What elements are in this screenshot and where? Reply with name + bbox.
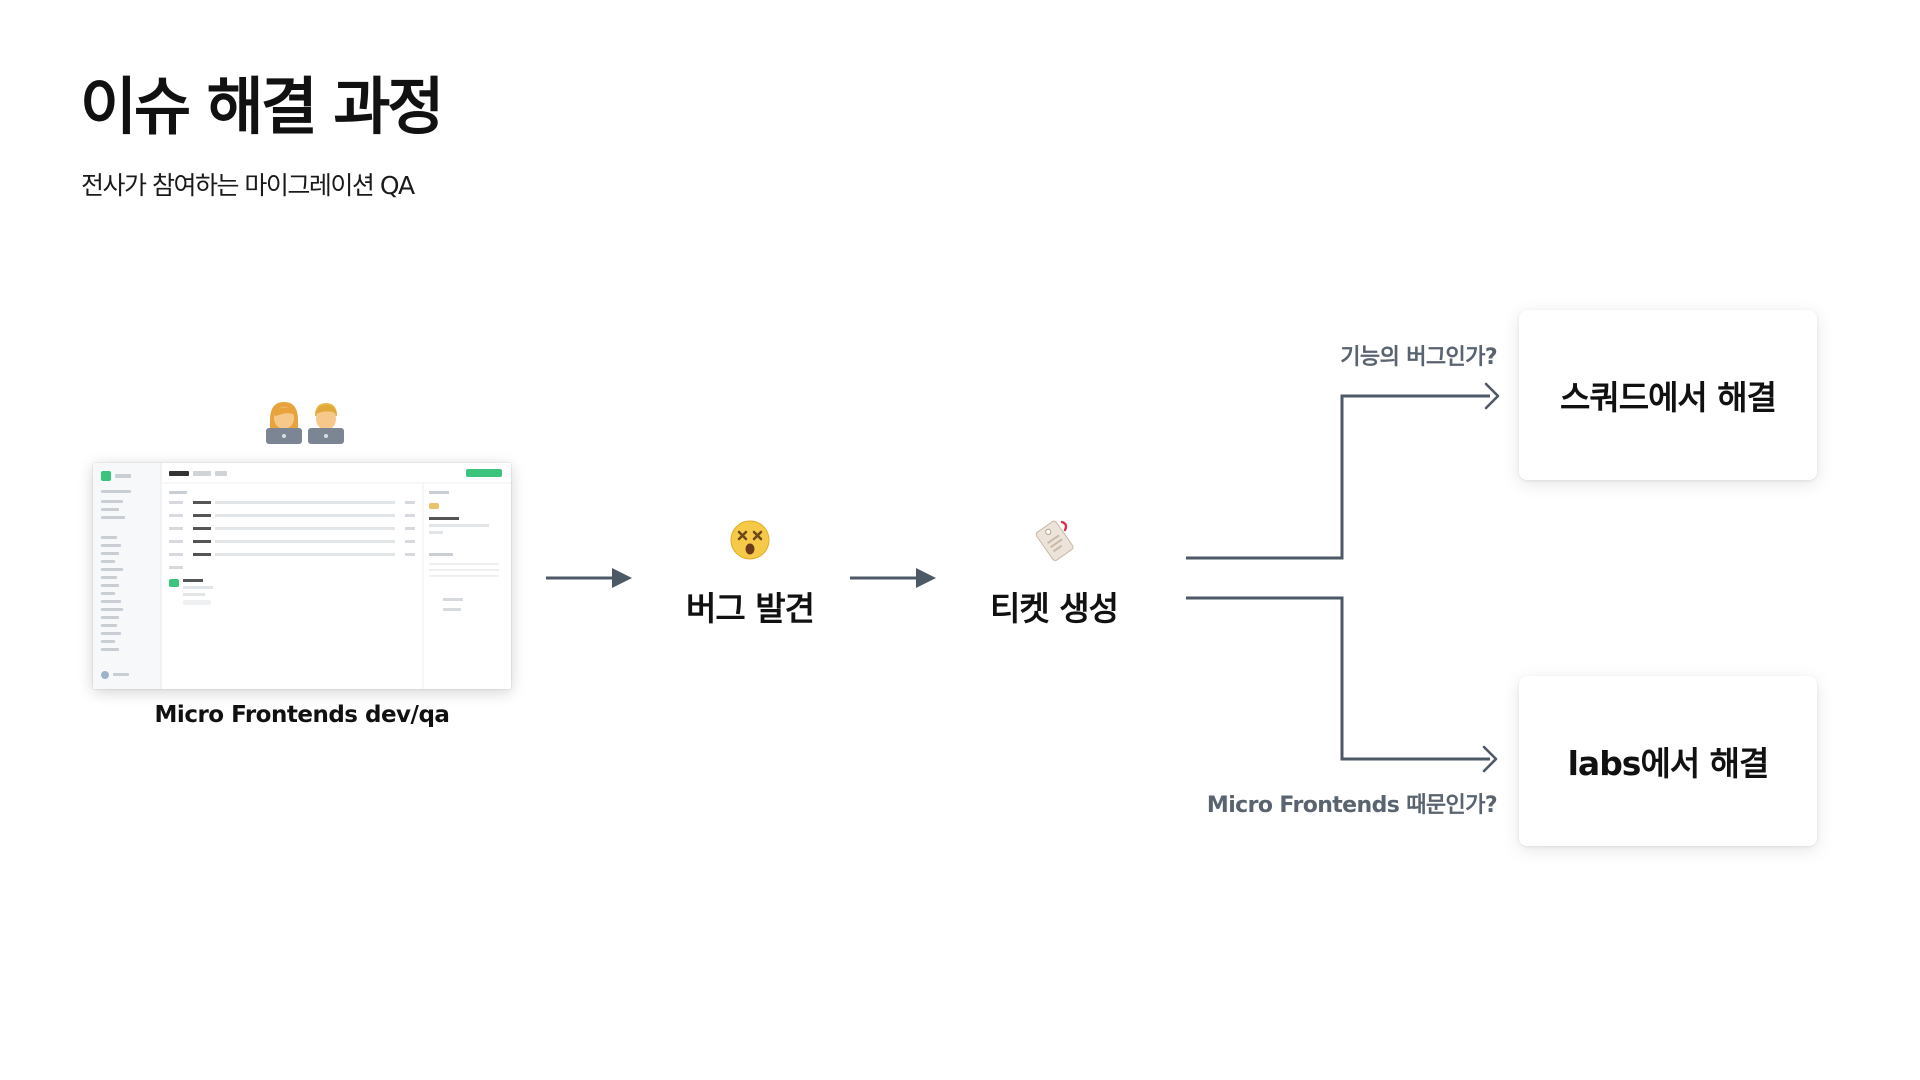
man-technologist-icon	[306, 400, 346, 444]
branch-arrowhead-labs	[1482, 745, 1498, 773]
branch-arrowhead-squad	[1484, 382, 1500, 410]
result-label-squad: 스쿼드에서 해결	[1559, 378, 1777, 417]
ticket-icon	[1032, 518, 1076, 562]
arrowhead-bug-to-ticket	[916, 568, 936, 588]
branch-line-labs	[1186, 596, 1490, 761]
step-ticket-created: 티켓 생성	[990, 589, 1119, 628]
step-bug-found: 버그 발견	[686, 589, 815, 628]
app-screenshot-image	[93, 463, 511, 689]
page-subtitle: 전사가 참여하는 마이그레이션 QA	[81, 171, 415, 200]
app-screenshot-thumbnail	[93, 463, 511, 689]
team-avatars	[264, 400, 346, 444]
question-micro-frontends: Micro Frontends 때문인가?	[1206, 793, 1498, 818]
dizzy-face-icon	[728, 518, 772, 562]
woman-technologist-icon	[264, 400, 304, 444]
arrowhead-source-to-bug	[612, 568, 632, 588]
result-card-labs: labs에서 해결	[1519, 676, 1817, 846]
question-feature-bug: 기능의 버그인가?	[1340, 345, 1497, 370]
result-label-labs: labs에서 해결	[1567, 744, 1770, 783]
result-card-squad: 스쿼드에서 해결	[1519, 310, 1817, 480]
branch-line-squad	[1186, 394, 1490, 560]
source-caption: Micro Frontends dev/qa	[154, 702, 450, 728]
page-title: 이슈 해결 과정	[80, 70, 444, 143]
